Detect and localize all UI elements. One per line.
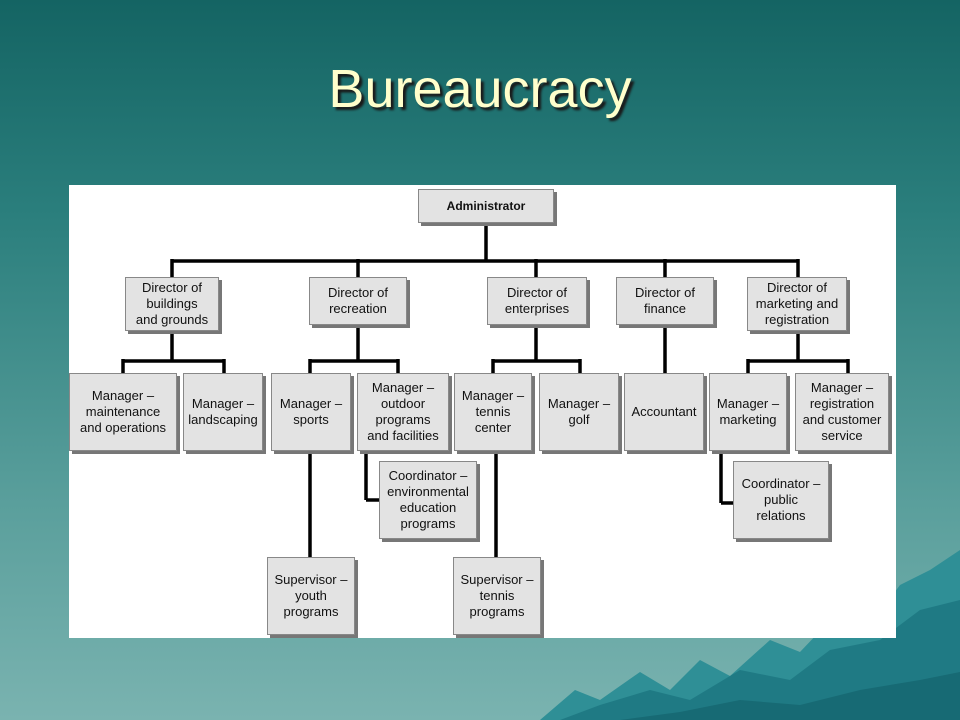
node-director-recreation: Director of recreation xyxy=(309,277,407,325)
node-director-buildings-label: Director of buildings and grounds xyxy=(135,280,209,327)
node-manager-landscaping: Manager – landscaping xyxy=(183,373,263,451)
org-chart-panel: Administrator Director of buildings and … xyxy=(69,185,896,638)
node-accountant-label: Accountant xyxy=(631,404,697,419)
node-administrator: Administrator xyxy=(418,189,554,223)
node-manager-registration: Manager – registration and customer serv… xyxy=(795,373,889,451)
slide-title: Bureaucracy xyxy=(328,59,632,119)
node-manager-tennis-label: Manager – tennis center xyxy=(461,388,525,435)
node-coordinator-public-relations-label: Coordinator – public relations xyxy=(741,476,821,523)
node-director-enterprises: Director of enterprises xyxy=(487,277,587,325)
node-supervisor-tennis: Supervisor – tennis programs xyxy=(453,557,541,635)
node-manager-sports-label: Manager – sports xyxy=(279,396,343,427)
connector-lines xyxy=(121,223,850,557)
node-coordinator-public-relations: Coordinator – public relations xyxy=(733,461,829,539)
node-manager-golf: Manager – golf xyxy=(539,373,619,451)
node-manager-maintenance: Manager – maintenance and operations xyxy=(69,373,177,451)
node-coordinator-environmental: Coordinator – environmental education pr… xyxy=(379,461,477,539)
node-manager-landscaping-label: Manager – landscaping xyxy=(188,396,258,427)
node-manager-outdoor: Manager – outdoor programs and facilitie… xyxy=(357,373,449,451)
node-manager-tennis: Manager – tennis center xyxy=(454,373,532,451)
node-manager-registration-label: Manager – registration and customer serv… xyxy=(802,380,882,443)
node-manager-marketing: Manager – marketing xyxy=(709,373,787,451)
node-director-finance-label: Director of finance xyxy=(635,285,695,316)
node-manager-maintenance-label: Manager – maintenance and operations xyxy=(79,388,166,435)
node-coordinator-environmental-label: Coordinator – environmental education pr… xyxy=(387,468,469,531)
node-director-recreation-label: Director of recreation xyxy=(328,285,388,316)
node-director-finance: Director of finance xyxy=(616,277,714,325)
node-manager-sports: Manager – sports xyxy=(271,373,351,451)
node-director-marketing: Director of marketing and registration xyxy=(747,277,847,331)
node-supervisor-youth: Supervisor – youth programs xyxy=(267,557,355,635)
node-director-buildings: Director of buildings and grounds xyxy=(125,277,219,331)
node-director-marketing-label: Director of marketing and registration xyxy=(755,280,839,327)
node-manager-golf-label: Manager – golf xyxy=(547,396,611,427)
node-accountant: Accountant xyxy=(624,373,704,451)
node-director-enterprises-label: Director of enterprises xyxy=(504,285,570,316)
node-manager-marketing-label: Manager – marketing xyxy=(716,396,780,427)
node-supervisor-tennis-label: Supervisor – tennis programs xyxy=(460,572,534,619)
node-manager-outdoor-label: Manager – outdoor programs and facilitie… xyxy=(367,380,439,443)
node-supervisor-youth-label: Supervisor – youth programs xyxy=(274,572,348,619)
node-administrator-label: Administrator xyxy=(446,199,526,213)
